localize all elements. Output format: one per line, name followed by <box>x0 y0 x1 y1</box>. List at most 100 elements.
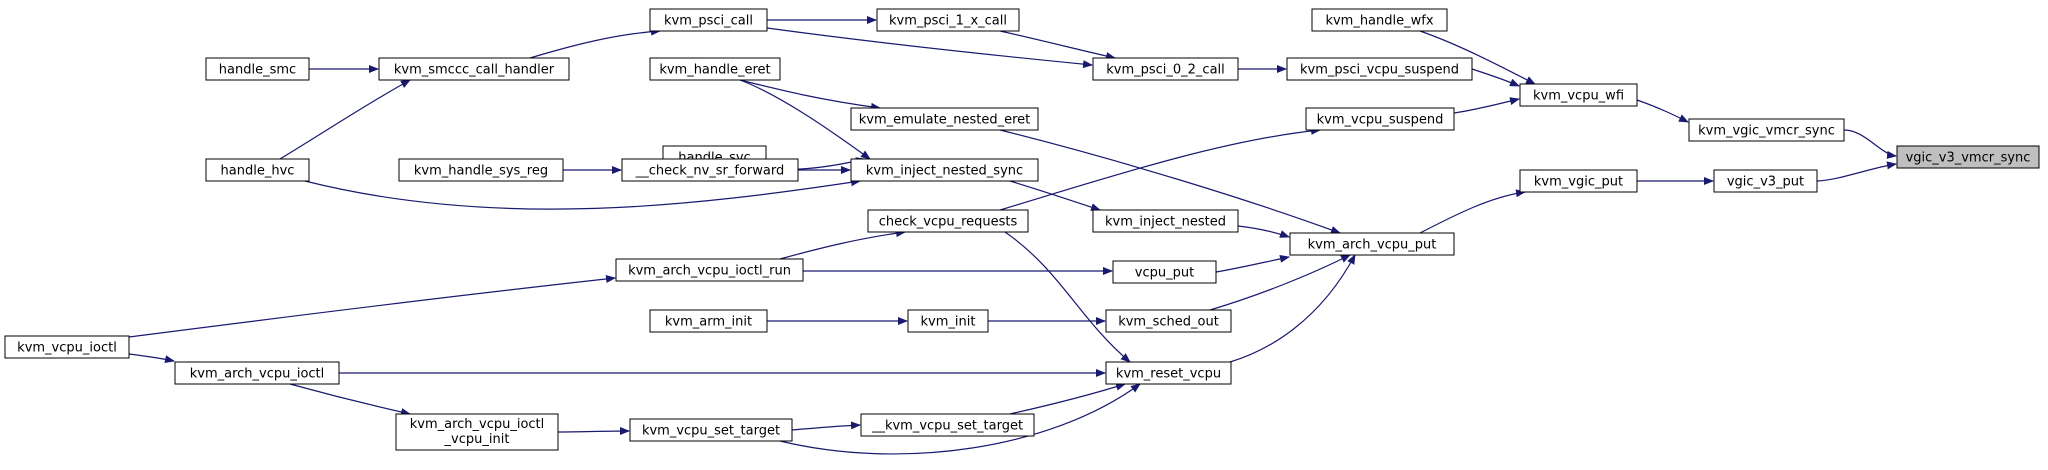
edge-kvm_vcpu_ioctl-to-kvm_arch_vcpu_ioctl <box>128 353 175 364</box>
node-kvm_handle_sys_reg[interactable]: kvm_handle_sys_reg <box>398 158 564 182</box>
node-kvm_init[interactable]: kvm_init <box>907 309 989 333</box>
node-box[interactable] <box>1688 118 1845 142</box>
edge-check_vcpu_requests-to-kvm_vcpu_suspend <box>999 126 1321 211</box>
node-box[interactable] <box>4 335 130 359</box>
edge-kvm_arch_vcpu_ioctl_run-to-check_vcpu_requests <box>779 229 906 260</box>
node-kvm_arch_vcpu_ioctl_vcpu_init[interactable]: kvm_arch_vcpu_ioctl_vcpu_init <box>395 413 559 451</box>
node-box[interactable] <box>1713 169 1818 193</box>
node-vgic_v3_put[interactable]: vgic_v3_put <box>1713 169 1818 193</box>
node-kvm_sched_out[interactable]: kvm_sched_out <box>1105 309 1232 333</box>
edge-kvm_inject_nested_sync-to-kvm_inject_nested <box>1009 180 1101 211</box>
node-box[interactable] <box>398 158 564 182</box>
edge-kvm_psci_call-to-kvm_psci_0_2_call <box>766 27 1093 69</box>
node-kvm_emulate_nested_eret[interactable]: kvm_emulate_nested_eret <box>850 107 1039 131</box>
edge-kvm_arch_vcpu_ioctl_vcpu_init-to-kvm_vcpu_set_target <box>557 427 630 436</box>
node-box[interactable] <box>876 8 1020 32</box>
edge-kvm_vcpu_set_target-to-kvm_vcpu_set_target_internal <box>791 421 861 431</box>
node-kvm_vcpu_ioctl[interactable]: kvm_vcpu_ioctl <box>4 335 130 359</box>
nodes-layer: vgic_v3_vmcr_sync kvm_vgic_vmcr_sync vgic_… <box>4 8 2040 451</box>
node-kvm_smccc_call_handler[interactable]: kvm_smccc_call_handler <box>378 57 570 81</box>
node-label: vgic_v3_put <box>1727 175 1804 190</box>
node-label: kvm_vcpu_wfi <box>1533 89 1624 104</box>
node-box[interactable] <box>907 309 989 333</box>
node-box[interactable] <box>1305 107 1455 131</box>
edges-layer <box>128 16 1897 455</box>
node-box[interactable] <box>1092 57 1239 81</box>
edge-kvm_sched_out-to-kvm_arch_vcpu_put <box>1209 254 1351 311</box>
edge-kvm_vcpu_wfi-to-kvm_vgic_vmcr_sync <box>1636 99 1689 123</box>
node-label: kvm_arch_vcpu_put <box>1308 238 1437 253</box>
node-box[interactable] <box>1311 8 1448 32</box>
node-kvm_psci_0_2_call[interactable]: kvm_psci_0_2_call <box>1092 57 1239 81</box>
node-box[interactable] <box>1105 309 1232 333</box>
edge-kvm_vcpu_set_target_internal-to-kvm_reset_vcpu <box>1009 382 1126 415</box>
node-label: kvm_arm_init <box>665 315 752 330</box>
node-handle_smc[interactable]: handle_smc <box>205 57 310 81</box>
node-box[interactable] <box>649 309 768 333</box>
node-box[interactable] <box>860 413 1035 437</box>
node-label: kvm_handle_wfx <box>1325 14 1433 29</box>
node-label: kvm_handle_eret <box>659 63 770 78</box>
node-vcpu_put[interactable]: vcpu_put <box>1112 260 1217 284</box>
node-box[interactable] <box>615 258 804 282</box>
node-box[interactable] <box>867 209 1029 233</box>
node-label: kvm_init <box>921 315 976 330</box>
edge-kvm_handle_eret-to-kvm_inject_nested_sync <box>739 79 871 160</box>
node-box[interactable] <box>850 107 1039 131</box>
node-box[interactable] <box>649 57 781 81</box>
node-box[interactable] <box>1112 260 1217 284</box>
node-box[interactable] <box>850 158 1039 182</box>
node-check_nv_sr_forward[interactable]: __check_nv_sr_forward <box>621 158 799 182</box>
node-box[interactable] <box>395 413 559 451</box>
node-vgic_v3_vmcr_sync[interactable]: vgic_v3_vmcr_sync <box>1896 145 2040 169</box>
node-box[interactable] <box>1105 361 1232 385</box>
node-check_vcpu_requests[interactable]: check_vcpu_requests <box>867 209 1029 233</box>
node-box[interactable] <box>1092 209 1239 233</box>
node-kvm_inject_nested_sync[interactable]: kvm_inject_nested_sync <box>850 158 1039 182</box>
edge-kvm_vcpu_suspend-to-kvm_vcpu_wfi <box>1453 97 1520 114</box>
node-label: kvm_vcpu_set_target <box>642 424 780 439</box>
node-box[interactable] <box>1286 57 1473 81</box>
node-kvm_vcpu_wfi[interactable]: kvm_vcpu_wfi <box>1519 83 1638 107</box>
node-kvm_arch_vcpu_ioctl_run[interactable]: kvm_arch_vcpu_ioctl_run <box>615 258 804 282</box>
node-box[interactable] <box>1519 83 1638 107</box>
node-kvm_vcpu_set_target_internal[interactable]: __kvm_vcpu_set_target <box>860 413 1035 437</box>
node-kvm_reset_vcpu[interactable]: kvm_reset_vcpu <box>1105 361 1232 385</box>
node-label: kvm_psci_vcpu_suspend <box>1300 63 1459 78</box>
node-label: kvm_psci_0_2_call <box>1106 63 1225 78</box>
node-box[interactable] <box>378 57 570 81</box>
node-kvm_vcpu_suspend[interactable]: kvm_vcpu_suspend <box>1305 107 1455 131</box>
edge-kvm_emulate_nested_eret-to-kvm_arch_vcpu_put <box>999 129 1341 234</box>
node-kvm_handle_eret[interactable]: kvm_handle_eret <box>649 57 781 81</box>
edge-kvm_handle_wfx-to-kvm_vcpu_wfi <box>1419 30 1536 85</box>
node-kvm_handle_wfx[interactable]: kvm_handle_wfx <box>1311 8 1448 32</box>
node-box[interactable] <box>1519 169 1638 193</box>
node-kvm_psci_vcpu_suspend[interactable]: kvm_psci_vcpu_suspend <box>1286 57 1473 81</box>
node-box[interactable] <box>621 158 799 182</box>
node-box[interactable] <box>1289 232 1455 256</box>
node-handle_hvc[interactable]: handle_hvc <box>205 158 310 182</box>
edge-handle_hvc-to-kvm_smccc_call_handler <box>279 79 411 160</box>
node-kvm_inject_nested[interactable]: kvm_inject_nested <box>1092 209 1239 233</box>
node-kvm_arm_init[interactable]: kvm_arm_init <box>649 309 768 333</box>
node-box[interactable] <box>649 8 768 32</box>
node-label: kvm_psci_1_x_call <box>889 14 1007 29</box>
edge-handle_hvc-to-kvm_inject_nested_sync <box>304 178 861 210</box>
node-box[interactable] <box>205 57 310 81</box>
node-label: kvm_arch_vcpu_ioctl_run <box>628 264 791 279</box>
node-label: check_vcpu_requests <box>879 215 1018 230</box>
node-box[interactable] <box>205 158 310 182</box>
node-label: kvm_arch_vcpu_ioctl <box>410 417 545 432</box>
node-box[interactable] <box>629 418 793 442</box>
node-kvm_psci_1_x_call[interactable]: kvm_psci_1_x_call <box>876 8 1020 32</box>
node-kvm_vgic_vmcr_sync[interactable]: kvm_vgic_vmcr_sync <box>1688 118 1845 142</box>
node-kvm_arch_vcpu_put[interactable]: kvm_arch_vcpu_put <box>1289 232 1455 256</box>
node-kvm_psci_call[interactable]: kvm_psci_call <box>649 8 768 32</box>
node-kvm_vcpu_set_target[interactable]: kvm_vcpu_set_target <box>629 418 793 442</box>
node-box[interactable] <box>174 361 340 385</box>
edge-kvm_reset_vcpu-to-kvm_arch_vcpu_put <box>1229 254 1356 363</box>
node-kvm_arch_vcpu_ioctl[interactable]: kvm_arch_vcpu_ioctl <box>174 361 340 385</box>
node-kvm_vgic_put[interactable]: kvm_vgic_put <box>1519 169 1638 193</box>
node-box[interactable] <box>1896 145 2040 169</box>
